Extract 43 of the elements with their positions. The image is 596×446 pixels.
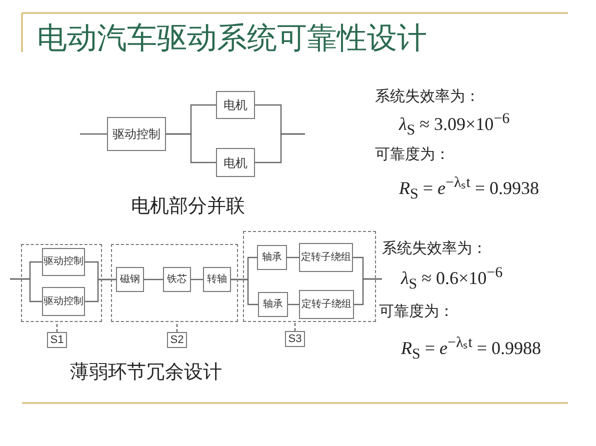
process-box: 电机 [216,91,255,119]
connector-line [191,278,203,280]
caption-text: 薄弱环节冗余设计 [70,362,222,384]
process-box: 轴承 [257,245,287,270]
label-text: 系统失效率为： [382,241,487,258]
connector-line [85,278,116,302]
leader-line [176,322,178,332]
connector-line [231,278,258,306]
connector-line [354,278,382,306]
connector-line [166,133,216,164]
formula-text: λ$_{S}$ ≈ 0.6×10$^{−6}$ [401,265,503,294]
caption-text: 电机部分并联 [131,196,245,218]
connector-line [288,304,299,306]
formula-text: R$_{S}$ = e$^{−λₛt}$ = 0.9988 [401,335,542,364]
label-text: 可靠度为： [375,147,450,164]
process-box: 定转子绕组 [299,243,353,272]
label-box: S1 [47,332,67,348]
process-box: 转轴 [203,267,231,292]
label-text: 系统失效率为： [375,89,480,106]
process-box: 定转子绕组 [299,290,354,319]
formula-text: λ$_{S}$ ≈ 3.09×10$^{−6}$ [399,111,510,140]
dashed-frame [111,244,238,322]
label-box: S2 [167,332,187,348]
process-box: 驱动控制 [107,117,166,151]
label-box: S3 [285,331,305,347]
leader-line [56,322,58,332]
title-text: 电动汽车驱动系统可靠性设计 [37,22,427,56]
process-box: 轴承 [258,292,288,317]
formula-text: R$_{S}$ = e$^{−λₛt}$ = 0.9938 [399,175,540,204]
connector-line [80,133,107,135]
process-box: 铁芯 [163,267,191,292]
process-box: 磁钢 [116,267,144,292]
process-box: 驱动控制 [42,248,85,276]
process-box: 驱动控制 [42,287,85,316]
connector-line [144,278,163,280]
label-text: 可靠度为： [379,304,454,322]
connector-line [287,256,299,258]
dashed-frame [243,231,376,322]
leader-line [294,322,296,331]
dashed-frame [21,244,102,322]
connector-line [10,278,42,302]
connector-line [255,133,305,164]
process-box: 电机 [216,148,255,177]
